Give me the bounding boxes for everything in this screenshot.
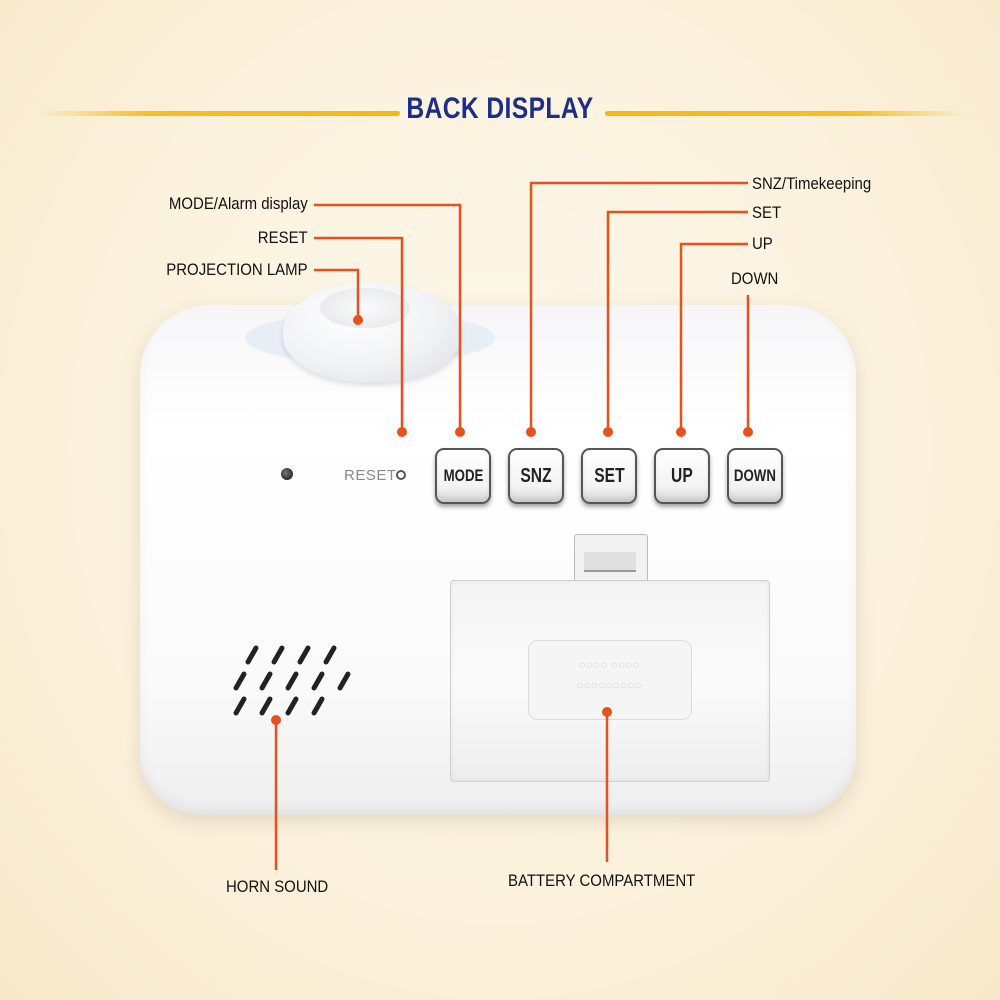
mode-button[interactable]: MODE — [435, 448, 491, 504]
label-up: UP — [752, 234, 773, 253]
sensor-dot — [281, 468, 293, 480]
battery-cover-plate — [528, 640, 692, 720]
snz-button-label: SNZ — [520, 464, 552, 487]
lamp-lens — [320, 288, 410, 328]
leader-lines — [274, 181, 750, 870]
snz-button[interactable]: SNZ — [508, 448, 564, 504]
battery-cover-emboss: ○○○○ ○○○○○○○○○○○○○ — [576, 658, 642, 692]
battery-latch-slot — [584, 552, 636, 572]
page-title: BACK DISPLAY — [406, 92, 594, 125]
device-reset-text: RESET — [344, 467, 397, 484]
leader-dots — [271, 315, 753, 725]
label-set: SET — [752, 203, 782, 222]
speaker-grille — [233, 645, 351, 716]
label-snz: SNZ/Timekeeping — [752, 174, 872, 193]
label-battery: BATTERY COMPARTMENT — [508, 871, 696, 890]
down-button-label: DOWN — [734, 466, 777, 485]
title-rule-left — [40, 111, 400, 116]
down-button[interactable]: DOWN — [727, 448, 783, 504]
reset-pinhole[interactable] — [396, 470, 406, 480]
set-button-label: SET — [593, 464, 625, 487]
label-mode: MODE/Alarm display — [169, 194, 308, 213]
up-button-label: UP — [671, 464, 693, 487]
title-rule-right — [605, 111, 965, 116]
label-horn: HORN SOUND — [226, 877, 329, 896]
label-reset: RESET — [258, 228, 308, 247]
mode-button-label: MODE — [443, 466, 483, 485]
label-projection-lamp: PROJECTION LAMP — [166, 260, 308, 279]
set-button[interactable]: SET — [581, 448, 637, 504]
label-down: DOWN — [731, 269, 779, 288]
up-button[interactable]: UP — [654, 448, 710, 504]
